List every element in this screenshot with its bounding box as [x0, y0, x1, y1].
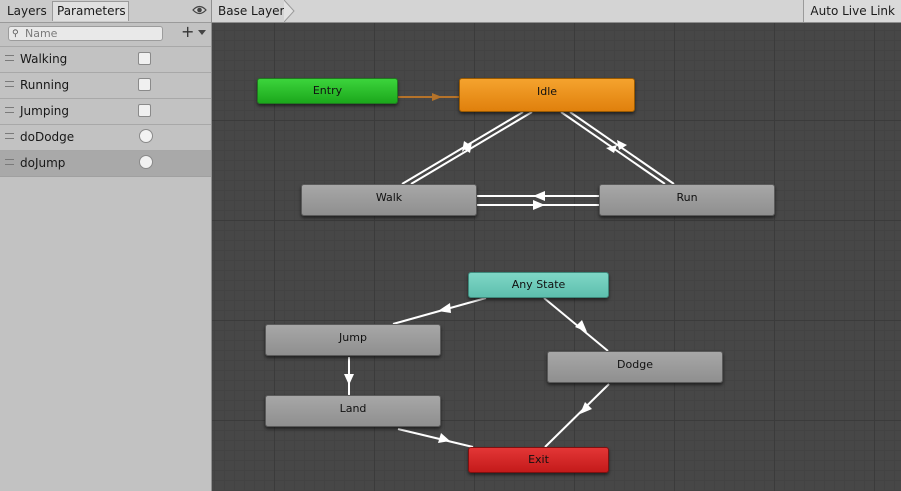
drag-handle-icon[interactable]	[5, 159, 14, 165]
tab-parameters[interactable]: Parameters	[52, 1, 129, 21]
panel-tab-bar: Layers Parameters	[0, 0, 211, 23]
trigger-radio[interactable]	[139, 155, 153, 169]
state-run[interactable]: Run	[599, 184, 775, 216]
state-idle[interactable]: Idle	[459, 78, 635, 112]
state-exit[interactable]: Exit	[468, 447, 609, 473]
tab-layers[interactable]: Layers	[7, 4, 47, 18]
state-dodge[interactable]: Dodge	[547, 351, 723, 383]
chevron-down-icon[interactable]	[198, 30, 206, 35]
parameters-panel: Layers Parameters ⚲ + Walking Running Ju…	[0, 0, 212, 491]
parameter-name[interactable]: doDodge	[20, 130, 75, 144]
state-jump[interactable]: Jump	[265, 324, 441, 356]
parameter-row-jumping[interactable]: Jumping	[0, 98, 211, 124]
state-land[interactable]: Land	[265, 395, 441, 427]
parameter-name[interactable]: Jumping	[20, 104, 70, 118]
search-input[interactable]	[25, 27, 159, 40]
parameter-name[interactable]: Running	[20, 78, 70, 92]
parameter-name[interactable]: Walking	[20, 52, 68, 66]
graph-toolbar: Base Layer Auto Live Link	[212, 0, 901, 23]
parameter-row-walking[interactable]: Walking	[0, 46, 211, 72]
parameter-name[interactable]: doJump	[20, 156, 66, 170]
drag-handle-icon[interactable]	[5, 133, 14, 139]
drag-handle-icon[interactable]	[5, 55, 14, 61]
bool-checkbox[interactable]	[138, 78, 151, 91]
state-walk[interactable]: Walk	[301, 184, 477, 216]
trigger-radio[interactable]	[139, 129, 153, 143]
search-row: ⚲ +	[0, 23, 211, 45]
search-icon: ⚲	[12, 29, 19, 39]
eye-icon[interactable]	[192, 4, 207, 16]
auto-live-link-button[interactable]: Auto Live Link	[803, 0, 901, 22]
drag-handle-icon[interactable]	[5, 81, 14, 87]
state-entry[interactable]: Entry	[257, 78, 398, 104]
breadcrumb-base-layer[interactable]: Base Layer	[218, 4, 285, 18]
parameter-row-dododge[interactable]: doDodge	[0, 124, 211, 150]
parameter-row-dojump[interactable]: doJump	[0, 150, 211, 177]
breadcrumb-arrow-icon	[284, 0, 295, 22]
parameter-row-running[interactable]: Running	[0, 72, 211, 98]
bool-checkbox[interactable]	[138, 104, 151, 117]
bool-checkbox[interactable]	[138, 52, 151, 65]
drag-handle-icon[interactable]	[5, 107, 14, 113]
state-any-state[interactable]: Any State	[468, 272, 609, 298]
add-parameter-button[interactable]: +	[181, 22, 195, 41]
search-field[interactable]: ⚲	[8, 26, 163, 41]
